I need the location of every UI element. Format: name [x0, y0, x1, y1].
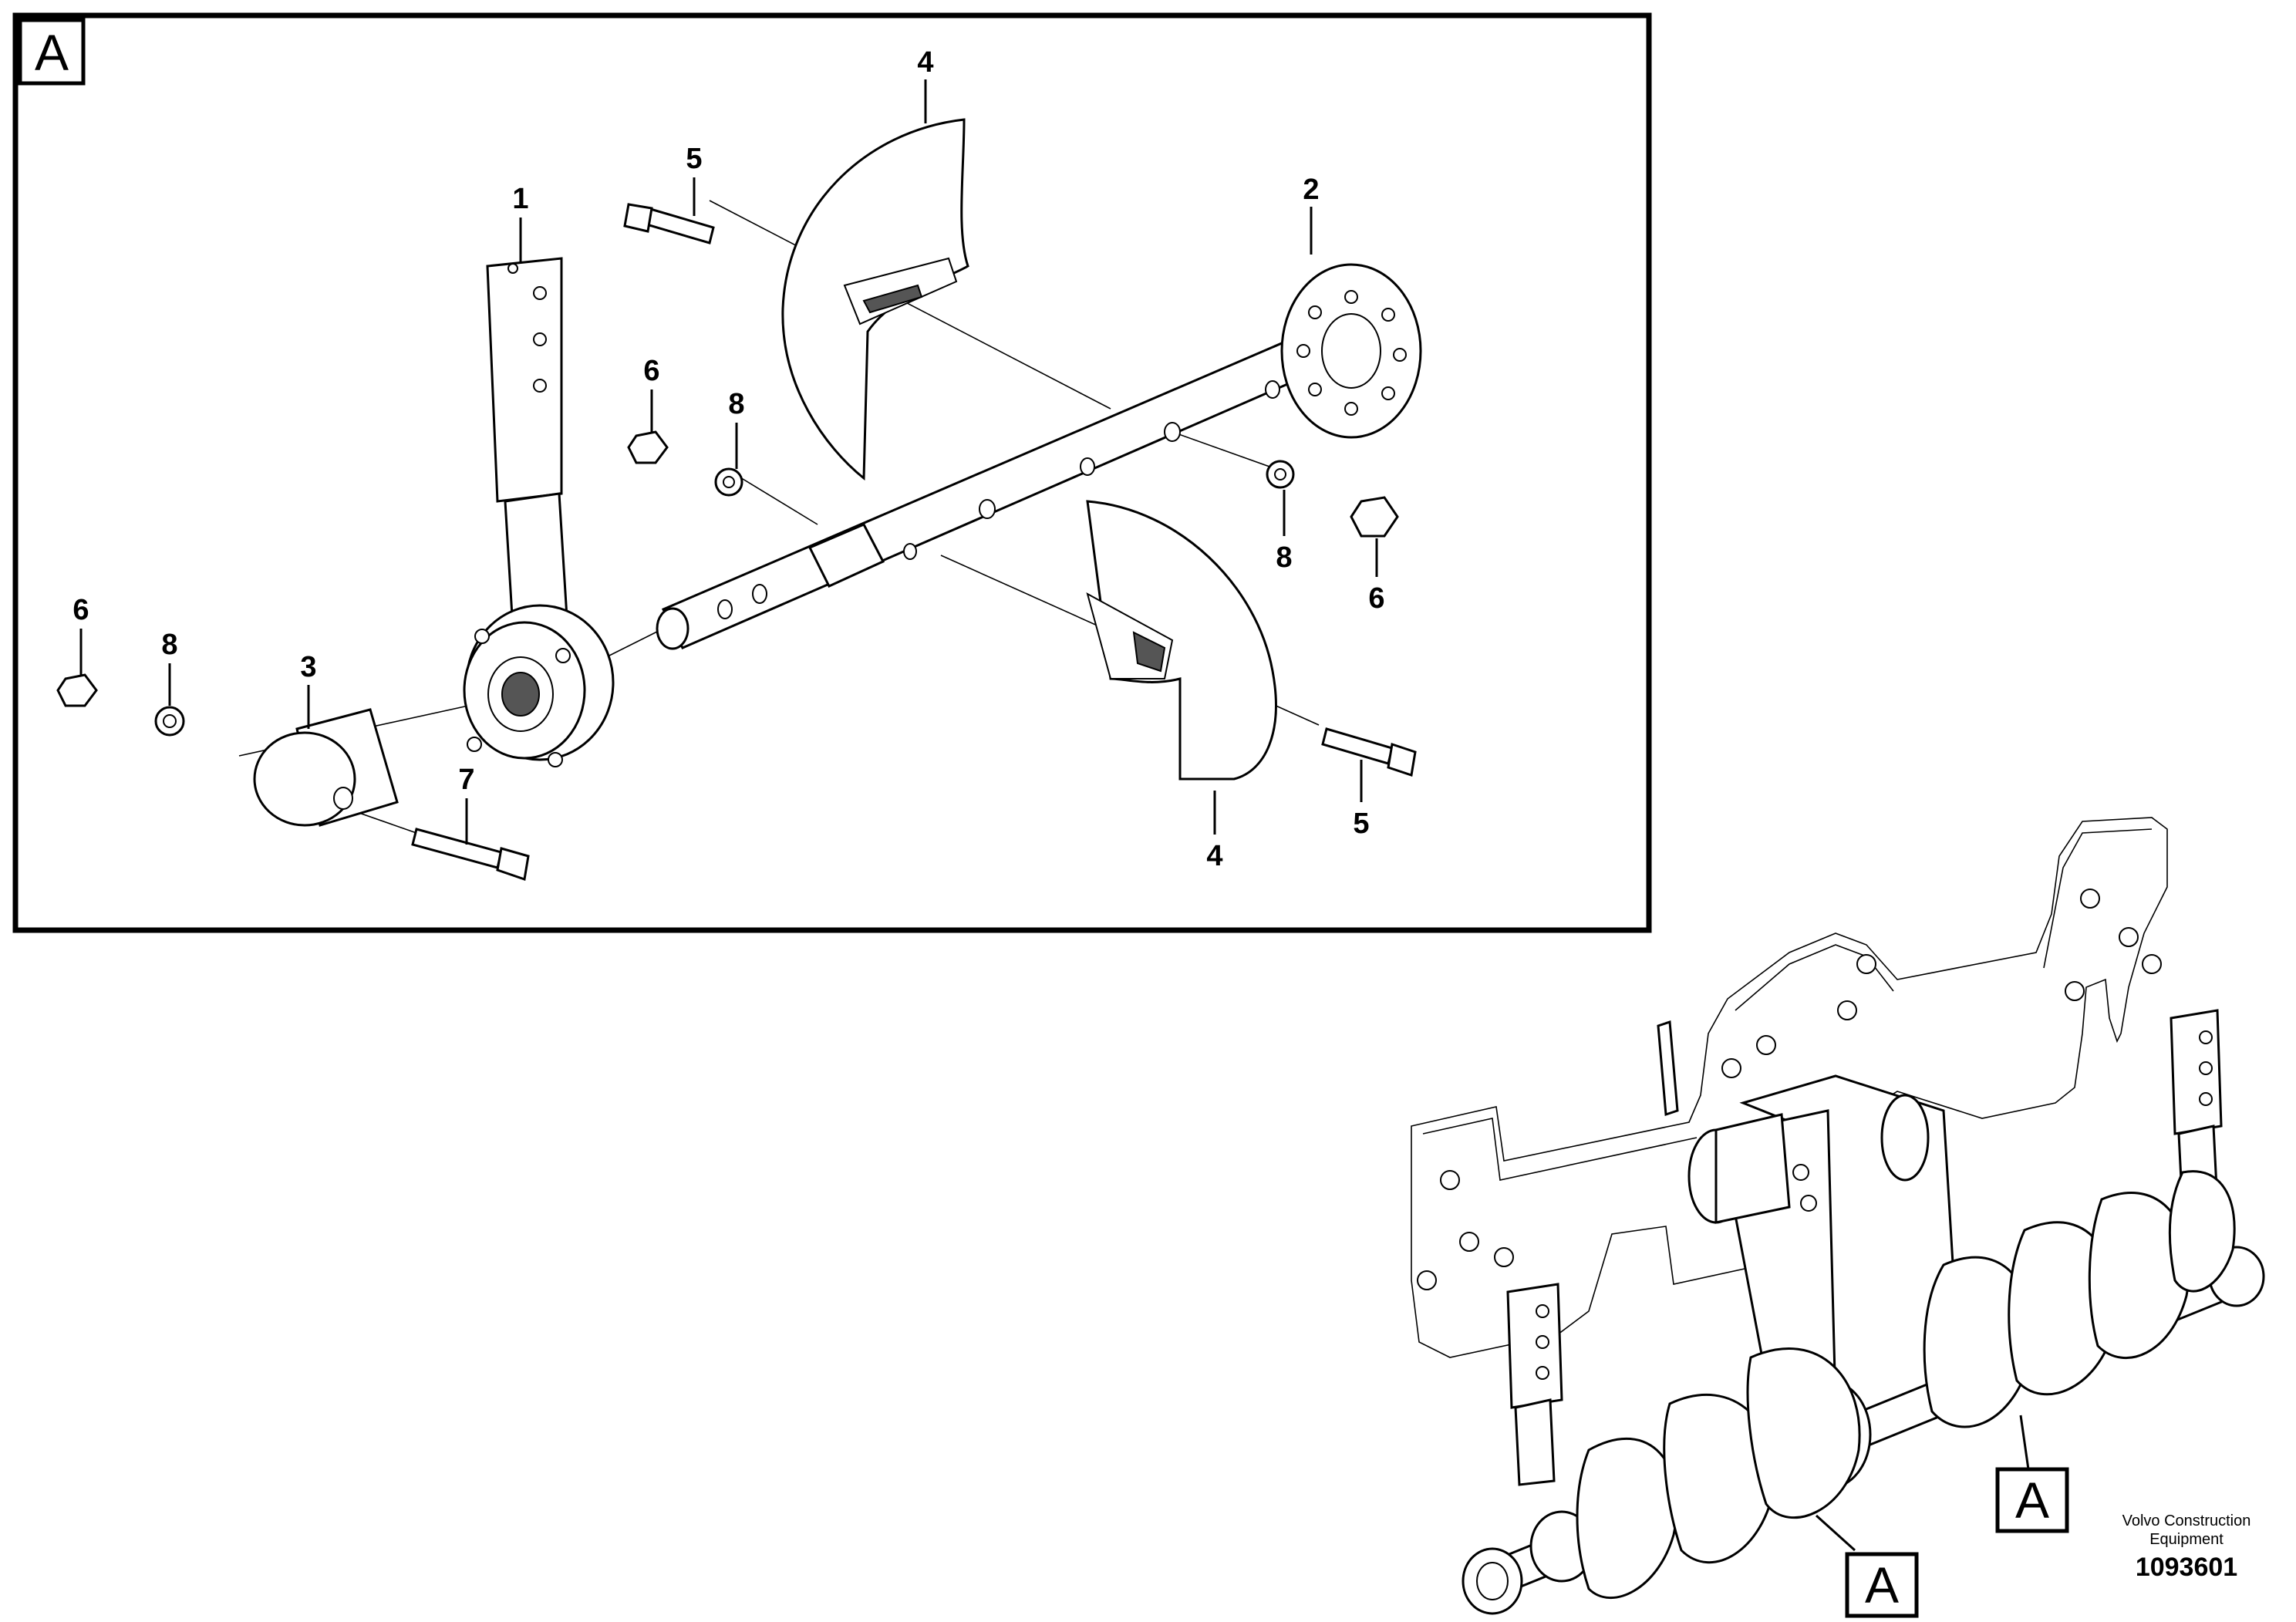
washer-right: [1266, 460, 1295, 489]
callout-letter-right: A: [2015, 1472, 2049, 1529]
bolt-long: [411, 828, 530, 881]
washer-left: [154, 706, 185, 737]
overview-auger-flights: [1576, 1170, 2236, 1599]
washer-mid: [714, 467, 743, 497]
flange-disc: [1280, 263, 1422, 439]
part-labels: 1 2 3 4 4 5 5 6 6 6 7 8 8 8: [72, 46, 1384, 872]
bearing-housing: [463, 604, 615, 767]
overview-gearbox: [1687, 1074, 1961, 1425]
detail-letter: A: [35, 24, 69, 81]
callout-letter-left: A: [1865, 1556, 1899, 1614]
label-part-4-upper: 4: [917, 46, 933, 79]
leader-lines: [79, 79, 1378, 845]
label-part-8-mid: 8: [728, 388, 744, 420]
detail-frame: [12, 12, 1652, 933]
nut-right: [1350, 496, 1399, 538]
exploded-lines: [238, 200, 1320, 834]
overview-assembly: A A: [1411, 817, 2265, 1618]
overview-fittings: [1417, 889, 2162, 1290]
detail-letter-box: [18, 18, 86, 86]
label-part-6-left: 6: [72, 594, 89, 626]
label-part-2: 2: [1303, 174, 1319, 206]
label-part-5-lower: 5: [1353, 808, 1369, 840]
label-part-7: 7: [458, 764, 474, 796]
callout-box-right: [1995, 1467, 2069, 1533]
sleeve: [253, 708, 399, 827]
label-part-5-upper: 5: [686, 143, 702, 175]
flight-segment-upper: [781, 118, 969, 481]
nut-mid: [627, 430, 669, 464]
bolt-upper: [623, 203, 715, 244]
flight-segment-lower: [1086, 500, 1277, 781]
nut-left: [56, 673, 98, 707]
bolt-lower: [1321, 727, 1417, 777]
label-part-4-lower: 4: [1206, 840, 1222, 872]
overview-callout-a-right: A: [1995, 1467, 2069, 1533]
label-part-8-left: 8: [161, 629, 177, 661]
overview-callout-a-left: A: [1845, 1552, 1919, 1618]
overview-hangers: [1506, 1009, 2223, 1486]
label-part-8-right: 8: [1276, 541, 1292, 574]
detail-view: A: [12, 12, 1652, 933]
label-part-1: 1: [512, 183, 528, 215]
callout-box-left: [1845, 1552, 1919, 1618]
brand-line-2: Equipment: [2149, 1531, 2224, 1548]
label-part-6-mid: 6: [643, 355, 659, 387]
brand-block: Volvo Construction Equipment 1093601: [2122, 1512, 2251, 1582]
label-part-3: 3: [300, 651, 316, 683]
brand-line-1: Volvo Construction: [2122, 1512, 2251, 1529]
label-part-6-right: 6: [1368, 582, 1384, 615]
illustration-number: 1093601: [2136, 1553, 2237, 1582]
hanger-arm: [486, 257, 568, 630]
